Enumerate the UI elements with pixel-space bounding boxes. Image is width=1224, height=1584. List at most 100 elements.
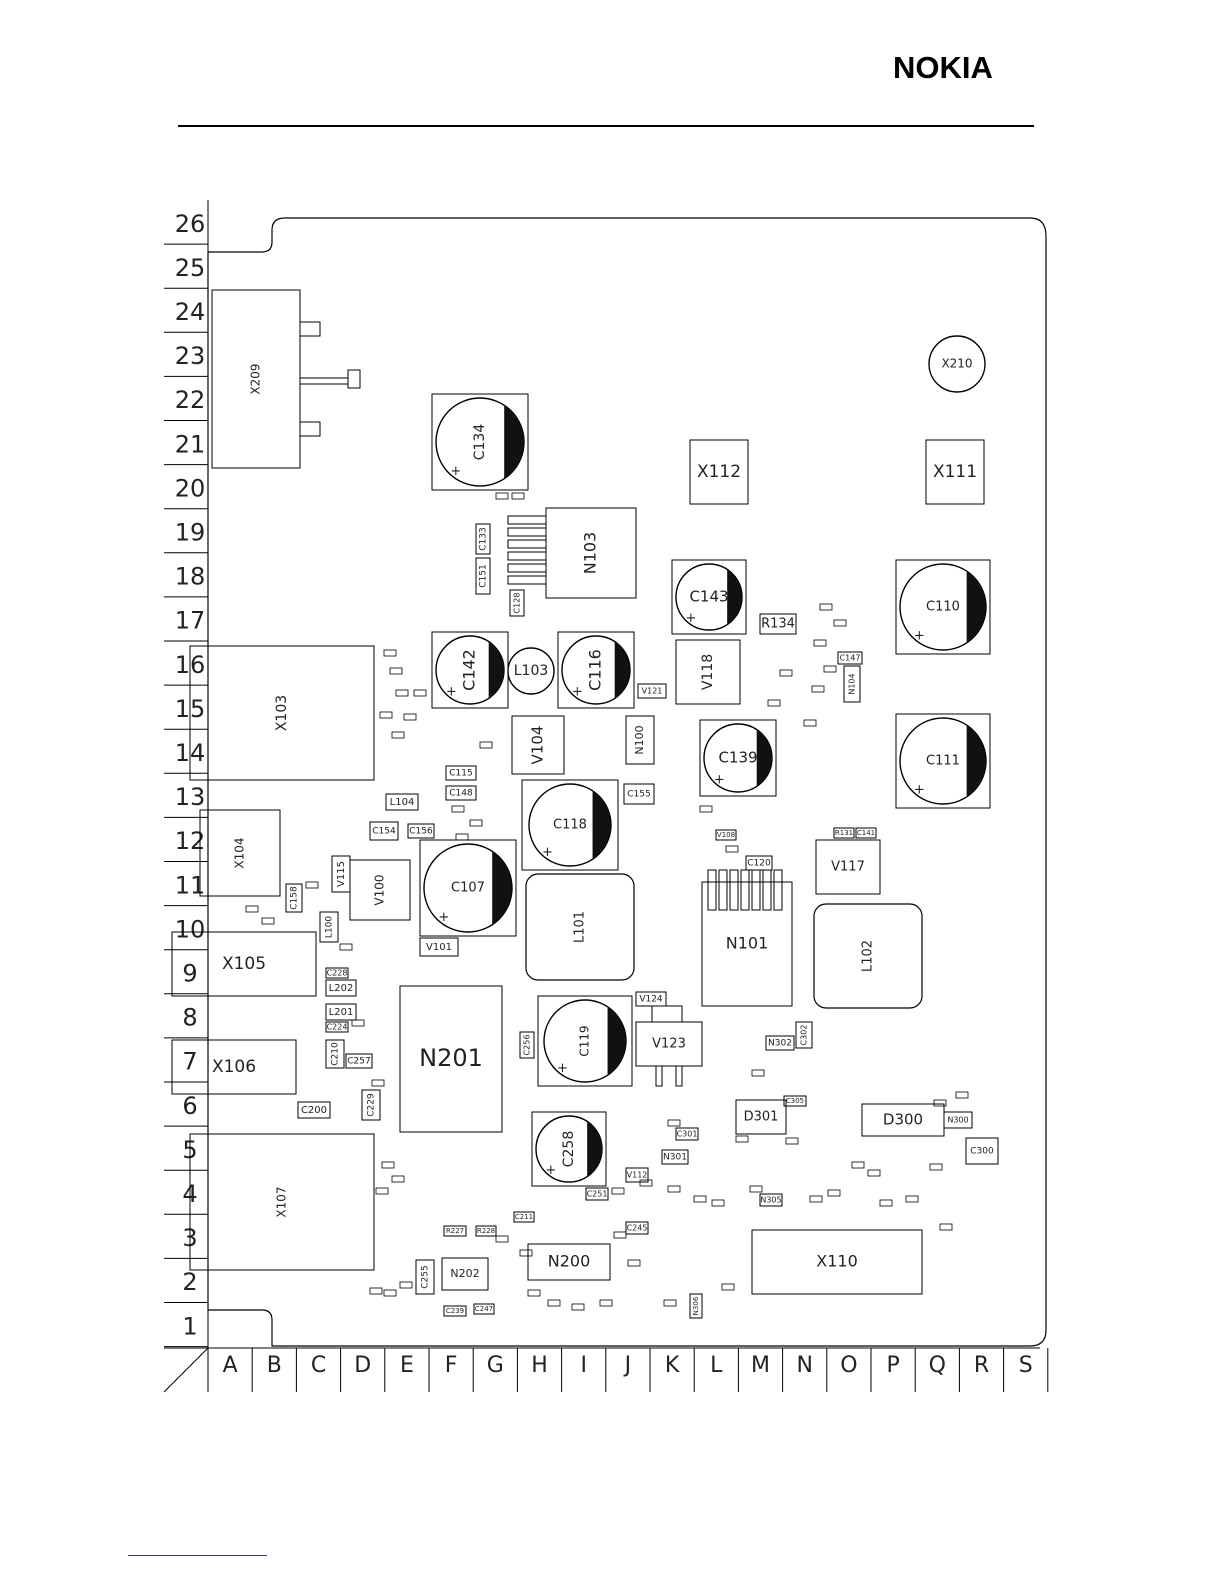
row-label-21: 21 <box>175 430 206 458</box>
component-c256: C256 <box>519 1031 535 1059</box>
component-r227: R227 <box>443 1225 467 1237</box>
component-label-c239: C239 <box>446 1307 464 1315</box>
component-c120: C120 <box>745 855 773 871</box>
svg-text:+: + <box>450 464 461 479</box>
component-label-n302: N302 <box>768 1039 792 1049</box>
component-c301: C301 <box>675 1127 699 1141</box>
column-label-I: I <box>580 1353 587 1378</box>
row-label-20: 20 <box>175 474 206 502</box>
component-v118: V118 <box>675 639 741 705</box>
component-c300: C300 <box>965 1137 999 1165</box>
component-c156: C156 <box>407 823 435 839</box>
component-label-c255: C255 <box>421 1265 431 1288</box>
column-label-D: D <box>354 1353 371 1378</box>
component-label-c110: C110 <box>926 600 960 615</box>
svg-text:+: + <box>557 1061 568 1076</box>
component-x103: X103 <box>189 645 375 781</box>
component-label-d300: D300 <box>883 1111 923 1129</box>
component-label-n305: N305 <box>760 1196 781 1205</box>
component-x111: X111 <box>925 439 985 505</box>
component-label-n301: N301 <box>663 1153 687 1163</box>
component-n202: N202 <box>441 1257 489 1291</box>
component-n300: N300 <box>943 1111 973 1129</box>
column-label-C: C <box>311 1353 326 1378</box>
header-rule <box>178 125 1034 127</box>
component-label-n103: N103 <box>581 532 600 575</box>
component-label-v115: V115 <box>336 861 347 887</box>
row-label-12: 12 <box>175 827 206 855</box>
component-c210: C210 <box>325 1039 345 1069</box>
component-v101: V101 <box>419 937 459 957</box>
component-n200: N200 <box>527 1243 611 1281</box>
component-label-v112: V112 <box>627 1171 648 1180</box>
svg-text:+: + <box>572 685 583 700</box>
component-d301: D301 <box>735 1099 787 1135</box>
svg-text:+: + <box>914 628 925 643</box>
component-label-l104: L104 <box>390 797 415 808</box>
column-label-S: S <box>1019 1353 1033 1378</box>
component-x106: X106 <box>171 1039 297 1095</box>
component-l100: L100 <box>319 911 339 943</box>
component-l103: L103 <box>507 647 555 695</box>
component-label-v108: V108 <box>717 831 735 839</box>
component-c118: +C118 <box>521 779 619 871</box>
component-label-c155: C155 <box>627 790 650 800</box>
column-label-J: J <box>623 1353 632 1378</box>
component-label-c200: C200 <box>301 1105 327 1116</box>
component-label-c228: C228 <box>327 969 348 978</box>
row-label-1: 1 <box>182 1312 197 1340</box>
component-label-c151: C151 <box>479 564 489 587</box>
component-c155: C155 <box>623 783 655 805</box>
row-labels: 2625242322212019181716151413121110987654… <box>164 210 208 1348</box>
component-label-c158: C158 <box>290 886 300 910</box>
component-label-d301: D301 <box>744 1110 779 1125</box>
component-label-n201: N201 <box>419 1044 483 1072</box>
column-label-P: P <box>886 1353 899 1378</box>
component-label-c133: C133 <box>479 527 489 550</box>
component-c134: +C134 <box>431 393 529 491</box>
component-c115: C115 <box>445 765 477 781</box>
component-label-c148: C148 <box>449 789 473 799</box>
component-c228: C228 <box>325 967 349 979</box>
component-label-c256: C256 <box>523 1035 532 1056</box>
component-l102: L102 <box>813 903 923 1009</box>
component-c255: C255 <box>415 1259 435 1295</box>
component-label-c107: C107 <box>451 881 485 896</box>
component-c148: C148 <box>445 785 477 801</box>
component-label-c143: C143 <box>689 588 728 606</box>
column-label-A: A <box>223 1353 238 1378</box>
component-label-c154: C154 <box>372 827 396 837</box>
component-label-c118: C118 <box>553 818 587 833</box>
component-label-n100: N100 <box>633 725 646 754</box>
component-label-x107: X107 <box>275 1186 289 1217</box>
component-c151: C151 <box>475 557 491 595</box>
svg-text:+: + <box>438 910 449 925</box>
row-label-9: 9 <box>182 959 197 987</box>
component-d300: D300 <box>861 1103 945 1137</box>
component-v117: V117 <box>815 839 881 895</box>
component-label-c115: C115 <box>449 769 472 779</box>
component-label-v117: V117 <box>831 860 865 875</box>
component-c141: C141 <box>855 827 877 839</box>
smd-footprints <box>245 492 969 1311</box>
component-label-x103: X103 <box>274 695 290 731</box>
component-c119: +C119 <box>537 995 633 1087</box>
component-c110: +C110 <box>895 559 991 655</box>
component-label-v121: V121 <box>642 687 663 696</box>
component-c251: C251 <box>585 1187 609 1201</box>
component-label-c301: C301 <box>677 1130 698 1139</box>
svg-text:+: + <box>542 845 553 860</box>
component-label-n300: N300 <box>947 1116 968 1125</box>
component-label-x209: X209 <box>249 363 263 394</box>
component-label-x110: X110 <box>816 1252 858 1271</box>
component-label-x104: X104 <box>233 837 247 868</box>
component-label-c142: C142 <box>460 649 479 691</box>
component-c258: +C258 <box>531 1111 607 1187</box>
component-label-n200: N200 <box>548 1252 591 1271</box>
component-x104: X104 <box>199 809 281 897</box>
column-label-B: B <box>267 1353 282 1378</box>
column-label-R: R <box>974 1353 989 1378</box>
row-label-2: 2 <box>182 1268 197 1296</box>
component-c147: C147 <box>837 651 863 665</box>
